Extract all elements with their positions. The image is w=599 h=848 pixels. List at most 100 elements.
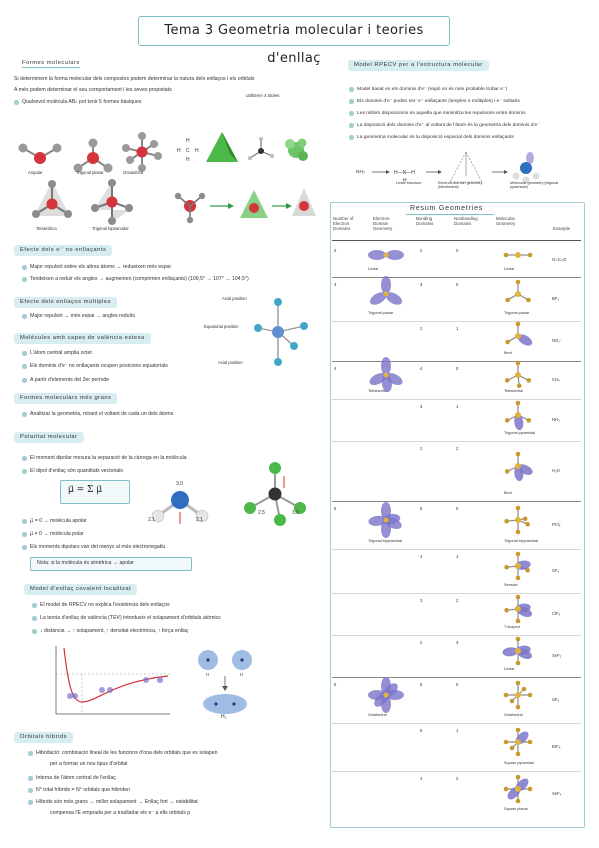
electron-domain-figure — [369, 276, 403, 305]
lone-pair-lobe — [502, 647, 519, 657]
cell-bonding: 4 — [420, 776, 423, 781]
svg-text:H: H — [186, 138, 190, 144]
bonded-atom — [527, 252, 533, 258]
cell-example: O=C=O — [552, 257, 567, 262]
molecular-geometry-figure — [504, 451, 533, 482]
cell-molecular-geometry: Bent — [504, 351, 512, 355]
bipyramid-axial-figure — [254, 298, 308, 366]
cell-bonding: 4 — [420, 554, 423, 559]
bonded-atom — [521, 686, 527, 692]
col-header-mg: Molecular Geometry — [496, 216, 516, 227]
molecular-geometry-figure — [504, 505, 530, 535]
bullet — [349, 123, 354, 128]
cell-nonbonding: 2 — [456, 598, 459, 603]
bonded-atom — [505, 339, 510, 345]
rpecv-line-4: La disposició dels dominis d'e⁻ al volta… — [357, 123, 540, 128]
bullet — [22, 532, 27, 537]
bonded-atom — [504, 518, 509, 524]
formes-side-note: utilitzem 4 Boles — [246, 93, 280, 98]
cell-example: CH₄ — [552, 377, 560, 382]
bonded-atom — [522, 516, 528, 522]
ball-stick-tetra-figure — [248, 137, 274, 160]
en-value-4: 2.5 — [258, 510, 265, 516]
h-atom-label-2: H — [240, 672, 244, 677]
domain-lobe — [381, 276, 391, 294]
bonded-atom — [515, 774, 521, 780]
central-atom — [515, 291, 521, 297]
cell-electron-domain-geometry: Linear — [368, 267, 379, 271]
domain-lobe — [385, 292, 403, 305]
central-atom — [515, 563, 521, 569]
cell-nonbonding: 1 — [456, 326, 459, 331]
orbitals-line-6: compensa l'E emprada per a traslladar el… — [50, 810, 191, 816]
formes-line-2: A més podem determinar el seu comportame… — [14, 87, 172, 93]
bonded-atom — [525, 521, 530, 527]
formes-line-1: Si determinem la forma molecular dels co… — [14, 76, 255, 82]
molecular-geometry-figure — [503, 774, 533, 804]
efecte-e-line-1: Major repulsió sobre els altres àtoms → … — [30, 264, 171, 270]
bullet — [32, 616, 37, 621]
cell-electron-domain-geometry: Trigonal bipyramidal — [368, 539, 403, 543]
central-atom — [515, 786, 521, 792]
cell-molecular-geometry: Linear — [504, 267, 515, 271]
shape-label-bipyramidal: Trigonal bipiramidal — [92, 226, 129, 231]
header-efecte-e: Efecte dels e⁻ no enllaçants — [14, 245, 113, 256]
bullet — [28, 751, 33, 756]
bonded-atom — [515, 660, 521, 666]
rpecv-line-3: Les millors disposicions és aquella que … — [357, 111, 526, 116]
electron-domain-figure — [368, 502, 402, 538]
cell-molecular-geometry: Seesaw — [504, 583, 518, 587]
cell-nonbonding: 0 — [456, 248, 459, 253]
row-separator — [332, 501, 581, 502]
cell-bonding: 5 — [420, 506, 423, 511]
en-value-3: 2.1 — [196, 517, 203, 523]
domain-lobe — [386, 250, 404, 260]
bonded-atom — [515, 727, 521, 733]
cell-domains: 5 — [334, 506, 337, 511]
bonded-atom — [527, 739, 533, 745]
svg-text:H: H — [177, 148, 181, 154]
bullet — [22, 412, 27, 417]
bonded-atom — [525, 567, 530, 573]
header-efecte-multiples: Efecte dels enllaços múltiples — [14, 297, 118, 308]
central-atom — [515, 692, 521, 698]
cell-nonbonding: 2 — [456, 776, 459, 781]
rpecv-line-2: Els dominis d'e⁻ poden ser: e⁻ enllaçant… — [357, 99, 520, 104]
mg-label: Molecular geometry (trigonal pyramidal) — [510, 181, 559, 190]
bonded-atom — [515, 400, 521, 406]
polaritat-line-1: El moment dipolar mesura la separació de… — [30, 455, 187, 461]
bullet — [349, 87, 354, 92]
header-formes-mes: Formes moleculars més grans — [14, 393, 118, 404]
header-resum: Resum Geometries — [410, 205, 484, 212]
bonded-atom — [503, 692, 509, 698]
bullet — [22, 265, 27, 270]
h-atom-label-1: H — [206, 672, 210, 677]
cell-molecular-geometry: Tetrahedral — [504, 389, 523, 393]
cell-nonbonding: 0 — [456, 682, 459, 687]
domain-lobe — [381, 357, 391, 375]
tetrahedron-figure — [206, 132, 238, 162]
cell-example: NH₃ — [552, 417, 560, 422]
apolar-molecule-figure — [244, 462, 306, 526]
polaritat-line-4: μ⃗ ≠ 0 → molècula polar — [30, 531, 84, 537]
svg-text:C: C — [186, 148, 190, 154]
header-orbitals: Orbitals híbrids — [14, 732, 73, 743]
cell-nonbonding: 0 — [456, 282, 459, 287]
shape-label-angular: Angular — [28, 170, 43, 175]
cell-nonbonding: 0 — [456, 366, 459, 371]
molecular-geometry-figure — [503, 680, 533, 710]
lone-pair-lobe — [514, 465, 524, 482]
cell-bonding: 4 — [420, 366, 423, 371]
nota-box: Nota: si la molècula és simètrica → apol… — [30, 557, 192, 571]
molecular-geometry-figure — [505, 321, 533, 346]
row-separator — [332, 677, 581, 678]
cell-nonbonding: 2 — [456, 446, 459, 451]
cell-electron-domain-geometry: Octahedral — [368, 713, 387, 717]
bonded-atom — [515, 279, 521, 285]
en-value-2: 2.1 — [148, 517, 155, 523]
molecular-geometry-figure — [502, 636, 532, 666]
multiples-line-1: Major repulsió → més espai → angles redu… — [30, 313, 135, 319]
capes-line-1: L'àtom central amplia octet — [30, 350, 92, 356]
cell-bonding: 2 — [420, 326, 423, 331]
cell-electron-domain-geometry: Trigonal planar — [368, 311, 394, 315]
